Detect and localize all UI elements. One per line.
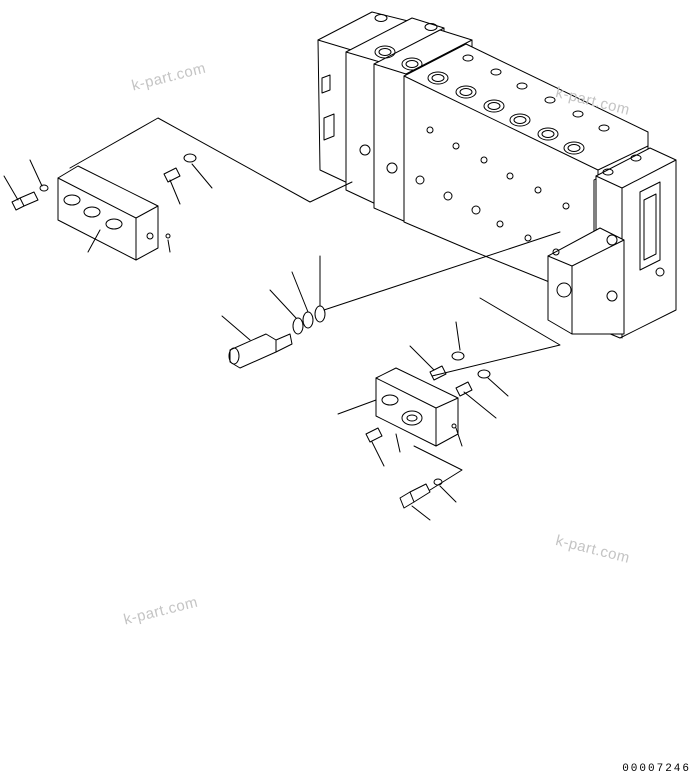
upper-bolt xyxy=(11,191,39,211)
assembly-line-relief xyxy=(323,231,561,311)
upper-plug xyxy=(163,167,181,183)
upper-o-ring xyxy=(183,153,197,163)
lower-plug-1 xyxy=(429,365,447,381)
lower-plug-2 xyxy=(455,381,473,397)
valve-ports xyxy=(359,14,665,302)
lower-cover-plate xyxy=(375,367,459,447)
lower-o-ring-1 xyxy=(451,351,465,361)
lower-bolt xyxy=(399,483,431,509)
lower-washer xyxy=(433,478,443,486)
assembly-line-bolt xyxy=(413,445,463,491)
relief-o-ring-1 xyxy=(292,317,304,335)
drawing-number: 00007246 xyxy=(622,763,691,775)
assembly-line-upper xyxy=(69,117,353,203)
lower-plug-3 xyxy=(365,427,383,443)
lower-o-ring-2 xyxy=(477,369,491,379)
upper-washer xyxy=(39,184,49,192)
control-valve-body xyxy=(317,11,677,339)
assembly-line-lower xyxy=(431,297,561,377)
relief-o-ring-2 xyxy=(302,311,314,329)
upper-cover-plate xyxy=(57,165,159,261)
relief-valve xyxy=(228,333,293,369)
lower-small-plug xyxy=(451,423,457,429)
upper-small-plug xyxy=(165,233,171,239)
callout-leaders xyxy=(3,159,509,521)
relief-o-ring-3 xyxy=(314,305,326,323)
